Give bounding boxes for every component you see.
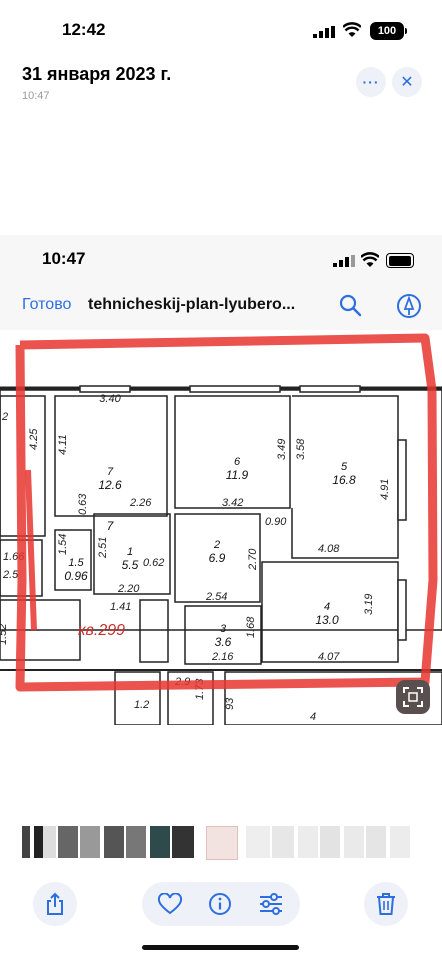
svg-text:2.5: 2.5	[2, 569, 19, 581]
photo-time: 10:47	[22, 90, 50, 102]
wifi-icon	[343, 22, 361, 37]
status-time: 12:42	[62, 20, 106, 39]
thumbnail[interactable]	[58, 826, 78, 858]
svg-text:4.91: 4.91	[379, 479, 391, 500]
svg-text:2: 2	[1, 411, 8, 423]
svg-text:2.26: 2.26	[129, 497, 152, 509]
room-area: 6.9	[209, 551, 226, 565]
svg-text:2.20: 2.20	[117, 583, 140, 595]
inner-header	[0, 235, 442, 330]
room-number: 4	[324, 601, 330, 613]
inner-wifi-icon	[361, 252, 379, 267]
more-options-button[interactable]: ···	[356, 67, 386, 97]
info-button[interactable]	[208, 892, 232, 916]
svg-text:4: 4	[310, 711, 316, 723]
adjust-button[interactable]	[258, 893, 284, 915]
battery-indicator: 100	[370, 22, 404, 40]
svg-text:1.68: 1.68	[245, 616, 257, 638]
room-area: 0.96	[64, 569, 88, 583]
battery-tip	[405, 28, 407, 34]
thumbnail[interactable]	[22, 826, 30, 858]
thumbnail[interactable]	[272, 826, 294, 858]
apartment-label: кв.299	[78, 622, 125, 639]
home-indicator	[142, 945, 299, 950]
room-area: 12.6	[98, 478, 122, 492]
room-number: 5	[341, 461, 348, 473]
cellular-signal-icon	[313, 26, 335, 38]
svg-text:1.52: 1.52	[0, 624, 9, 645]
ellipsis-icon: ···	[362, 74, 380, 90]
svg-text:0.63: 0.63	[77, 493, 89, 515]
svg-text:4.25: 4.25	[28, 428, 40, 450]
file-name: tehnicheskij-plan-lyubero...	[88, 296, 296, 313]
svg-text:3.42: 3.42	[222, 497, 243, 509]
photo-viewer-image[interactable]: 10:47 Готово tehnicheskij-plan-lyubero..…	[0, 235, 442, 725]
room-number: 1	[127, 546, 133, 558]
room-area: 5.5	[122, 558, 139, 572]
heart-icon	[157, 892, 183, 915]
svg-text:4.11: 4.11	[57, 434, 69, 455]
close-icon: ✕	[400, 74, 414, 91]
svg-text:3.40: 3.40	[99, 393, 121, 405]
room-number: 6	[234, 456, 241, 468]
favorite-button[interactable]	[157, 892, 183, 915]
inner-cellular-signal-icon	[333, 255, 355, 267]
thumbnail[interactable]	[172, 826, 194, 858]
inner-battery-icon	[386, 253, 414, 268]
thumbnail[interactable]	[298, 826, 318, 858]
floor-plan: 7 712.6611.9516.815.526.933.6413.01.50.9…	[0, 333, 442, 725]
delete-button[interactable]	[364, 882, 408, 926]
svg-text:4.07: 4.07	[318, 651, 340, 663]
room-number: 7	[107, 466, 114, 478]
room-number: 2	[213, 539, 220, 551]
inner-status-time: 10:47	[42, 249, 86, 268]
room-area: 3.6	[215, 635, 232, 649]
search-icon[interactable]	[338, 293, 362, 317]
room-area: 16.8	[332, 473, 356, 487]
thumbnail[interactable]	[104, 826, 124, 858]
svg-text:4.08: 4.08	[318, 543, 340, 555]
svg-text:3.58: 3.58	[295, 438, 307, 460]
thumbnail[interactable]	[80, 826, 100, 858]
room-number: 3	[220, 623, 227, 635]
info-icon	[209, 893, 231, 915]
photo-date-title: 31 января 2023 г.	[22, 64, 172, 84]
live-text-button[interactable]	[396, 680, 430, 714]
svg-text:0.62: 0.62	[143, 557, 164, 569]
markup-pen-icon[interactable]	[396, 293, 422, 319]
thumbnail[interactable]	[366, 826, 386, 858]
svg-text:2.51: 2.51	[97, 537, 109, 559]
thumbnail[interactable]	[34, 826, 56, 858]
done-button[interactable]: Готово	[22, 296, 72, 313]
live-text-icon	[403, 687, 423, 707]
inner-battery-fill	[389, 256, 411, 266]
svg-text:3.49: 3.49	[276, 439, 288, 460]
share-icon	[47, 892, 63, 915]
close-button[interactable]: ✕	[392, 67, 422, 97]
trash-icon	[377, 893, 395, 915]
thumbnail[interactable]	[246, 826, 270, 858]
thumbnail[interactable]	[126, 826, 146, 858]
thumbnail-current[interactable]	[206, 826, 238, 860]
svg-text:2.16: 2.16	[211, 651, 234, 663]
room-7-number: 7	[107, 519, 115, 533]
thumbnail[interactable]	[320, 826, 340, 858]
room-area: 13.0	[315, 613, 339, 627]
thumbnail[interactable]	[390, 826, 410, 858]
share-button[interactable]	[33, 882, 77, 926]
svg-text:1.54: 1.54	[57, 534, 69, 555]
svg-text:1.2: 1.2	[134, 699, 149, 711]
room-area: 11.9	[226, 468, 249, 482]
thumbnail[interactable]	[150, 826, 170, 858]
svg-text:1.41: 1.41	[110, 601, 131, 613]
svg-text:3.19: 3.19	[363, 594, 375, 615]
svg-text:2.54: 2.54	[205, 591, 227, 603]
thumbnail[interactable]	[344, 826, 364, 858]
svg-text:0.90: 0.90	[265, 516, 287, 528]
svg-text:93: 93	[224, 697, 236, 710]
svg-text:2.70: 2.70	[247, 548, 259, 571]
room-number: 1.5	[68, 557, 84, 569]
sliders-icon	[260, 893, 282, 915]
